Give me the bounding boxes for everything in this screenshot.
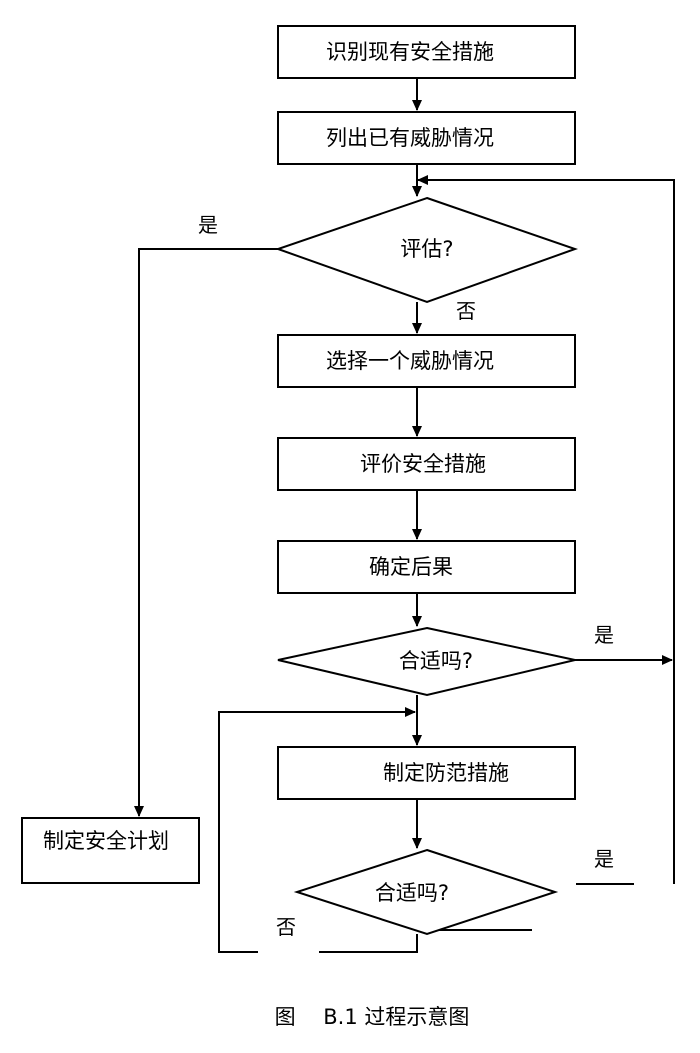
node-list: 列出已有威胁情况 (277, 111, 576, 165)
node-consequence: 确定后果 (277, 540, 576, 594)
node-identify-label: 识别现有安全措施 (326, 40, 494, 64)
node-plan: 制定安全计划 (21, 817, 200, 884)
node-select: 选择一个威胁情况 (277, 334, 576, 388)
decision-evaluate-label: 评估? (400, 237, 453, 261)
label-fit2-no: 否 (276, 915, 296, 939)
node-assess: 评价安全措施 (277, 437, 576, 491)
label-evaluate-yes: 是 (198, 213, 218, 237)
label-fit2-yes: 是 (594, 847, 614, 871)
node-prevent: 制定防范措施 (277, 746, 576, 800)
decision-fit2: 合适吗? (293, 848, 559, 936)
edge-fit2-no-loop (319, 934, 418, 953)
label-fit1-yes: 是 (594, 623, 614, 647)
node-prevent-label: 制定防范措施 (383, 761, 509, 785)
label-evaluate-no: 否 (456, 299, 476, 323)
edge-right-loop-to-evaluate (417, 175, 675, 884)
figure-caption: 图 B.1 过程示意图 (275, 1005, 470, 1029)
decision-fit1: 合适吗? (277, 626, 576, 697)
decision-fit2-label: 合适吗? (375, 881, 449, 905)
node-assess-label: 评价安全措施 (360, 452, 486, 476)
node-identify: 识别现有安全措施 (277, 25, 576, 79)
edge-evaluate-yes-to-plan (134, 248, 278, 817)
edges (134, 78, 675, 953)
edge-fit2-no-loop-return (218, 707, 416, 953)
node-plan-label: 制定安全计划 (43, 829, 169, 853)
node-list-label: 列出已有威胁情况 (326, 126, 494, 150)
node-select-label: 选择一个威胁情况 (326, 349, 494, 373)
decision-evaluate: 评估? (274, 196, 579, 304)
decision-fit1-label: 合适吗? (399, 649, 473, 673)
node-consequence-label: 确定后果 (369, 555, 453, 579)
